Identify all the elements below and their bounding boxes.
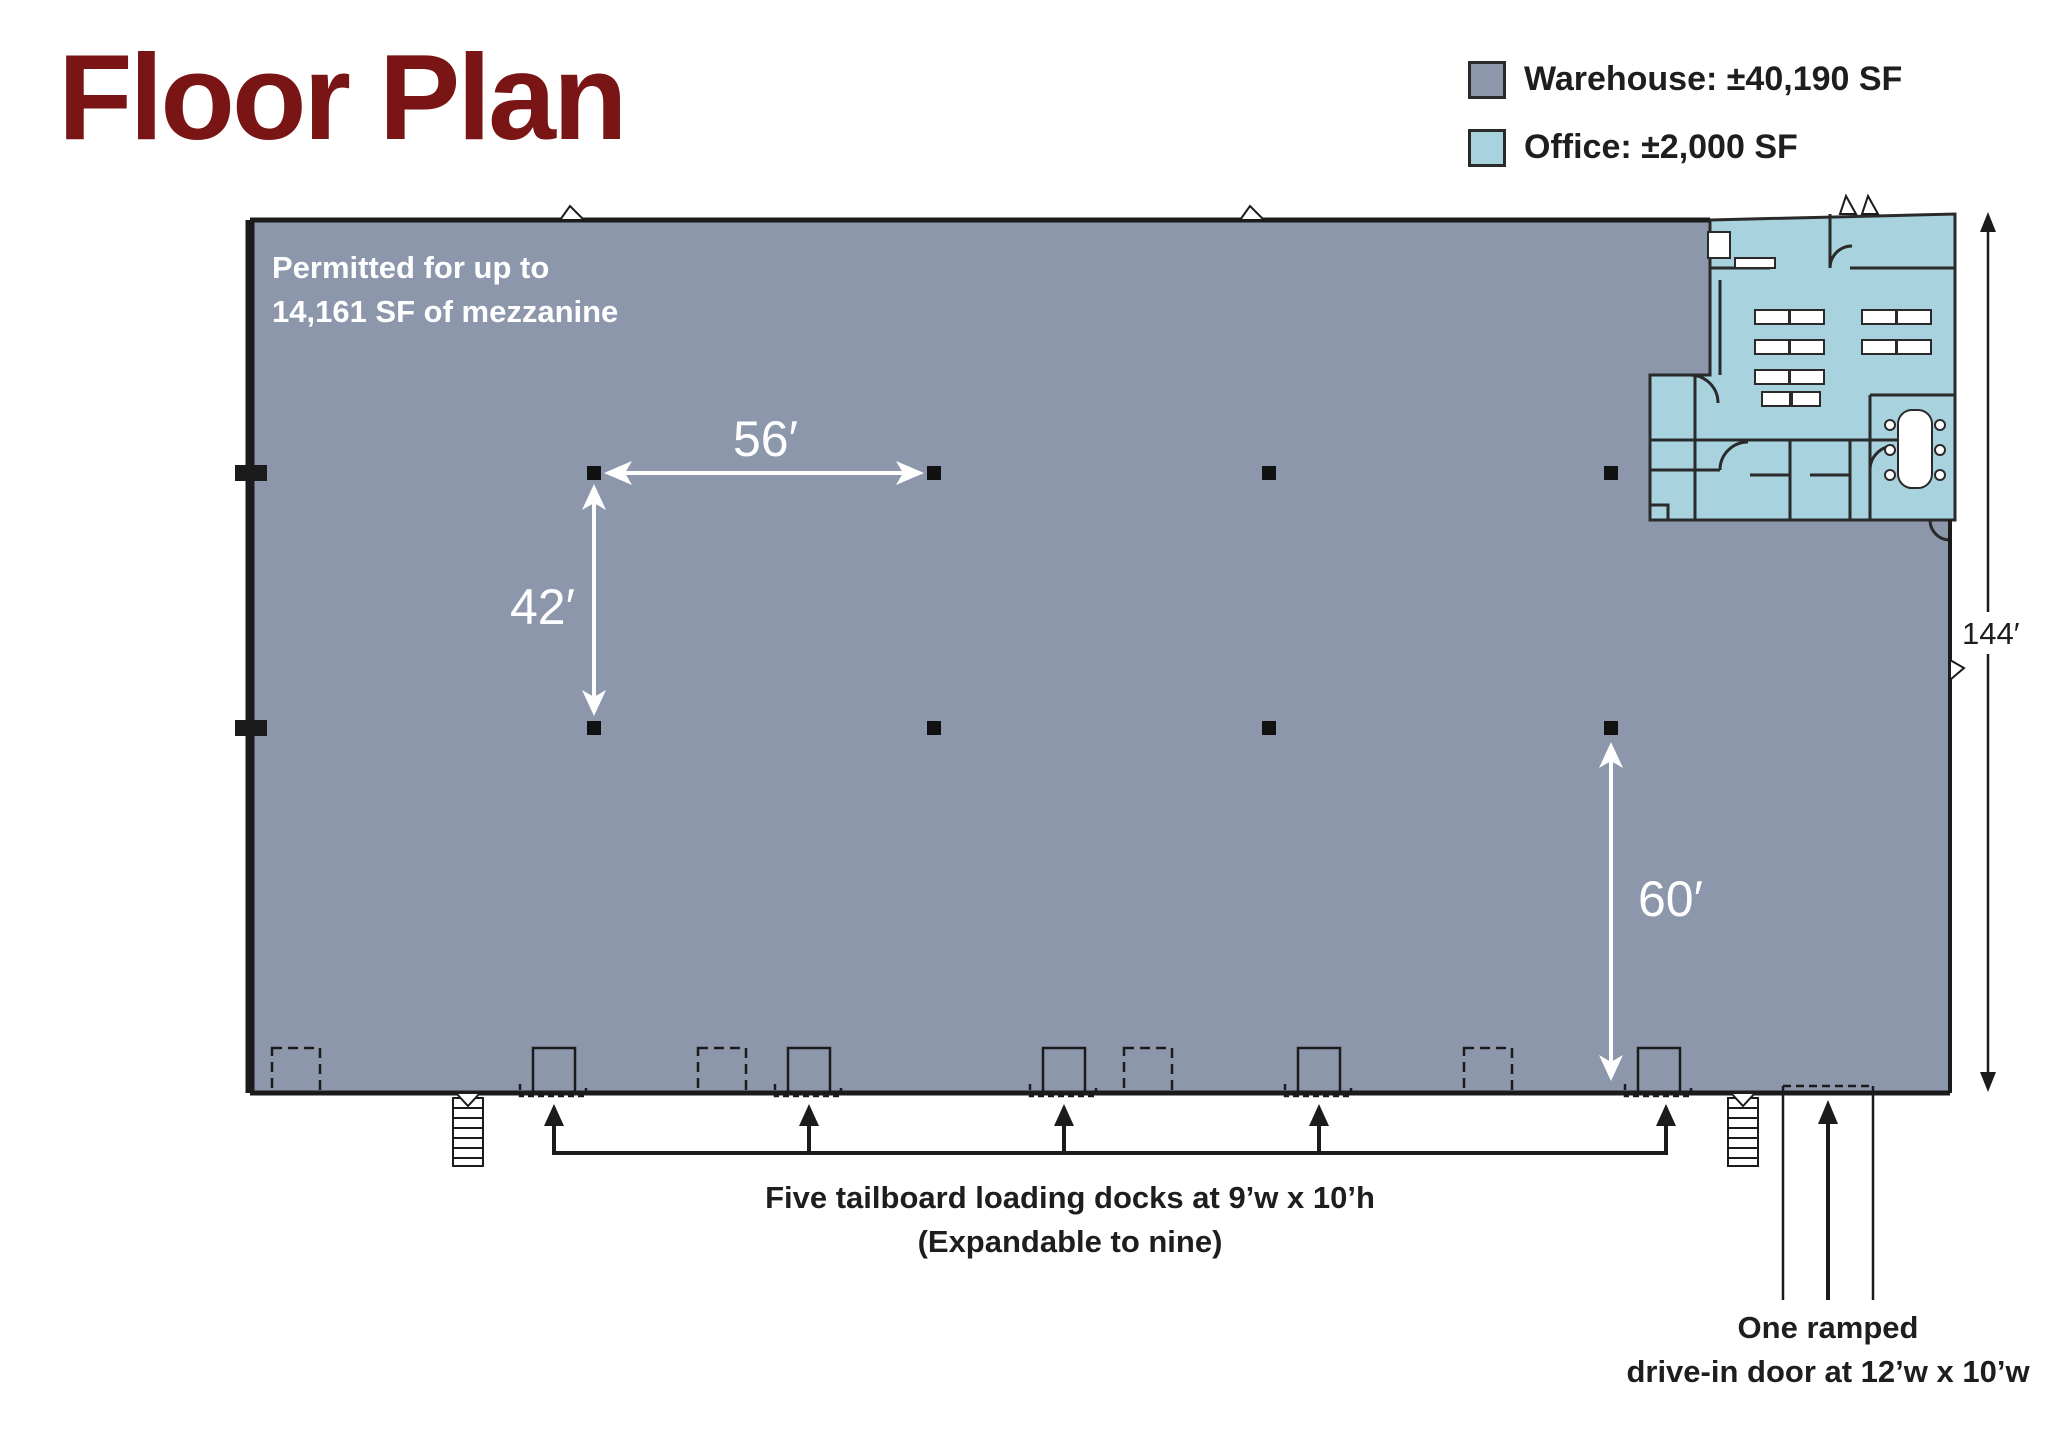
dock-arrowhead (544, 1104, 564, 1126)
loading-dock (773, 1046, 843, 1098)
office-conference-table (1884, 409, 1946, 489)
column-grid (587, 466, 1618, 735)
column (587, 721, 601, 735)
loading-dock (1283, 1046, 1353, 1098)
mezzanine-note-line1: Permitted for up to (272, 250, 550, 285)
expansion-dock (1462, 1046, 1514, 1094)
dock-arrowhead (1309, 1104, 1329, 1126)
loading-docks (518, 1046, 1693, 1098)
dock-arrowhead (799, 1104, 819, 1126)
legend-label-warehouse: Warehouse: ±40,190 SF (1524, 60, 1903, 98)
exterior-stairs (452, 1092, 1759, 1167)
docks-caption-line2: (Expandable to nine) (917, 1224, 1223, 1259)
drive-in-arrows (1818, 1100, 1838, 1300)
loading-dock (1028, 1046, 1098, 1098)
office-area (1648, 212, 1957, 522)
docks-caption: Five tailboard loading docks at 9’w x 10… (650, 1176, 1490, 1264)
building-depth-dimension (1960, 212, 2016, 1092)
drive-in-caption: One ramped drive-in door at 12’w x 10’w (1618, 1306, 2038, 1394)
column (927, 466, 941, 480)
loading-dock (518, 1046, 588, 1098)
dimension-60ft: 60′ (1638, 871, 1703, 927)
office-swatch (1468, 128, 1506, 167)
docks-caption-line1: Five tailboard loading docks at 9’w x 10… (765, 1180, 1375, 1215)
warehouse-floor (250, 220, 1950, 1093)
top-wall-doors (558, 193, 1966, 683)
column (1604, 466, 1618, 480)
dock-arrowhead (1656, 1104, 1676, 1126)
stair-left (452, 1092, 484, 1167)
page-title: Floor Plan (58, 29, 627, 165)
mezzanine-note-line2: 14,161 SF of mezzanine (272, 294, 619, 329)
dock-arrowhead (1054, 1104, 1074, 1126)
drive-in-door (1781, 1084, 1875, 1300)
column-dimension-arrows (582, 461, 1623, 1081)
column (927, 721, 941, 735)
legend-item-office: Office: ±2,000 SF (1468, 128, 1798, 167)
stair-right (1727, 1092, 1759, 1167)
expansion-dock (696, 1046, 748, 1094)
loading-dock (1623, 1046, 1693, 1098)
legend-label-office: Office: ±2,000 SF (1524, 128, 1798, 166)
legend-item-warehouse: Warehouse: ±40,190 SF (1468, 60, 1902, 99)
left-wall-columns (235, 465, 267, 736)
office-workstations (1707, 231, 1932, 407)
mezzanine-note: Permitted for up to 14,161 SF of mezzani… (272, 246, 618, 334)
expansion-dock (270, 1046, 322, 1094)
expansion-dock (1122, 1046, 1174, 1094)
dock-bracket (544, 1104, 1676, 1155)
expansion-docks (270, 1046, 1514, 1094)
column (1604, 721, 1618, 735)
dimension-144ft: 144′ (1962, 616, 2020, 651)
drive-in-caption-line1: One ramped (1737, 1310, 1919, 1345)
warehouse-swatch (1468, 60, 1506, 99)
column (1262, 466, 1276, 480)
column (587, 466, 601, 480)
dimension-42ft: 42′ (510, 579, 575, 635)
column (1262, 721, 1276, 735)
drive-in-caption-line2: drive-in door at 12’w x 10’w (1626, 1354, 2030, 1389)
dimension-56ft: 56′ (733, 411, 798, 467)
